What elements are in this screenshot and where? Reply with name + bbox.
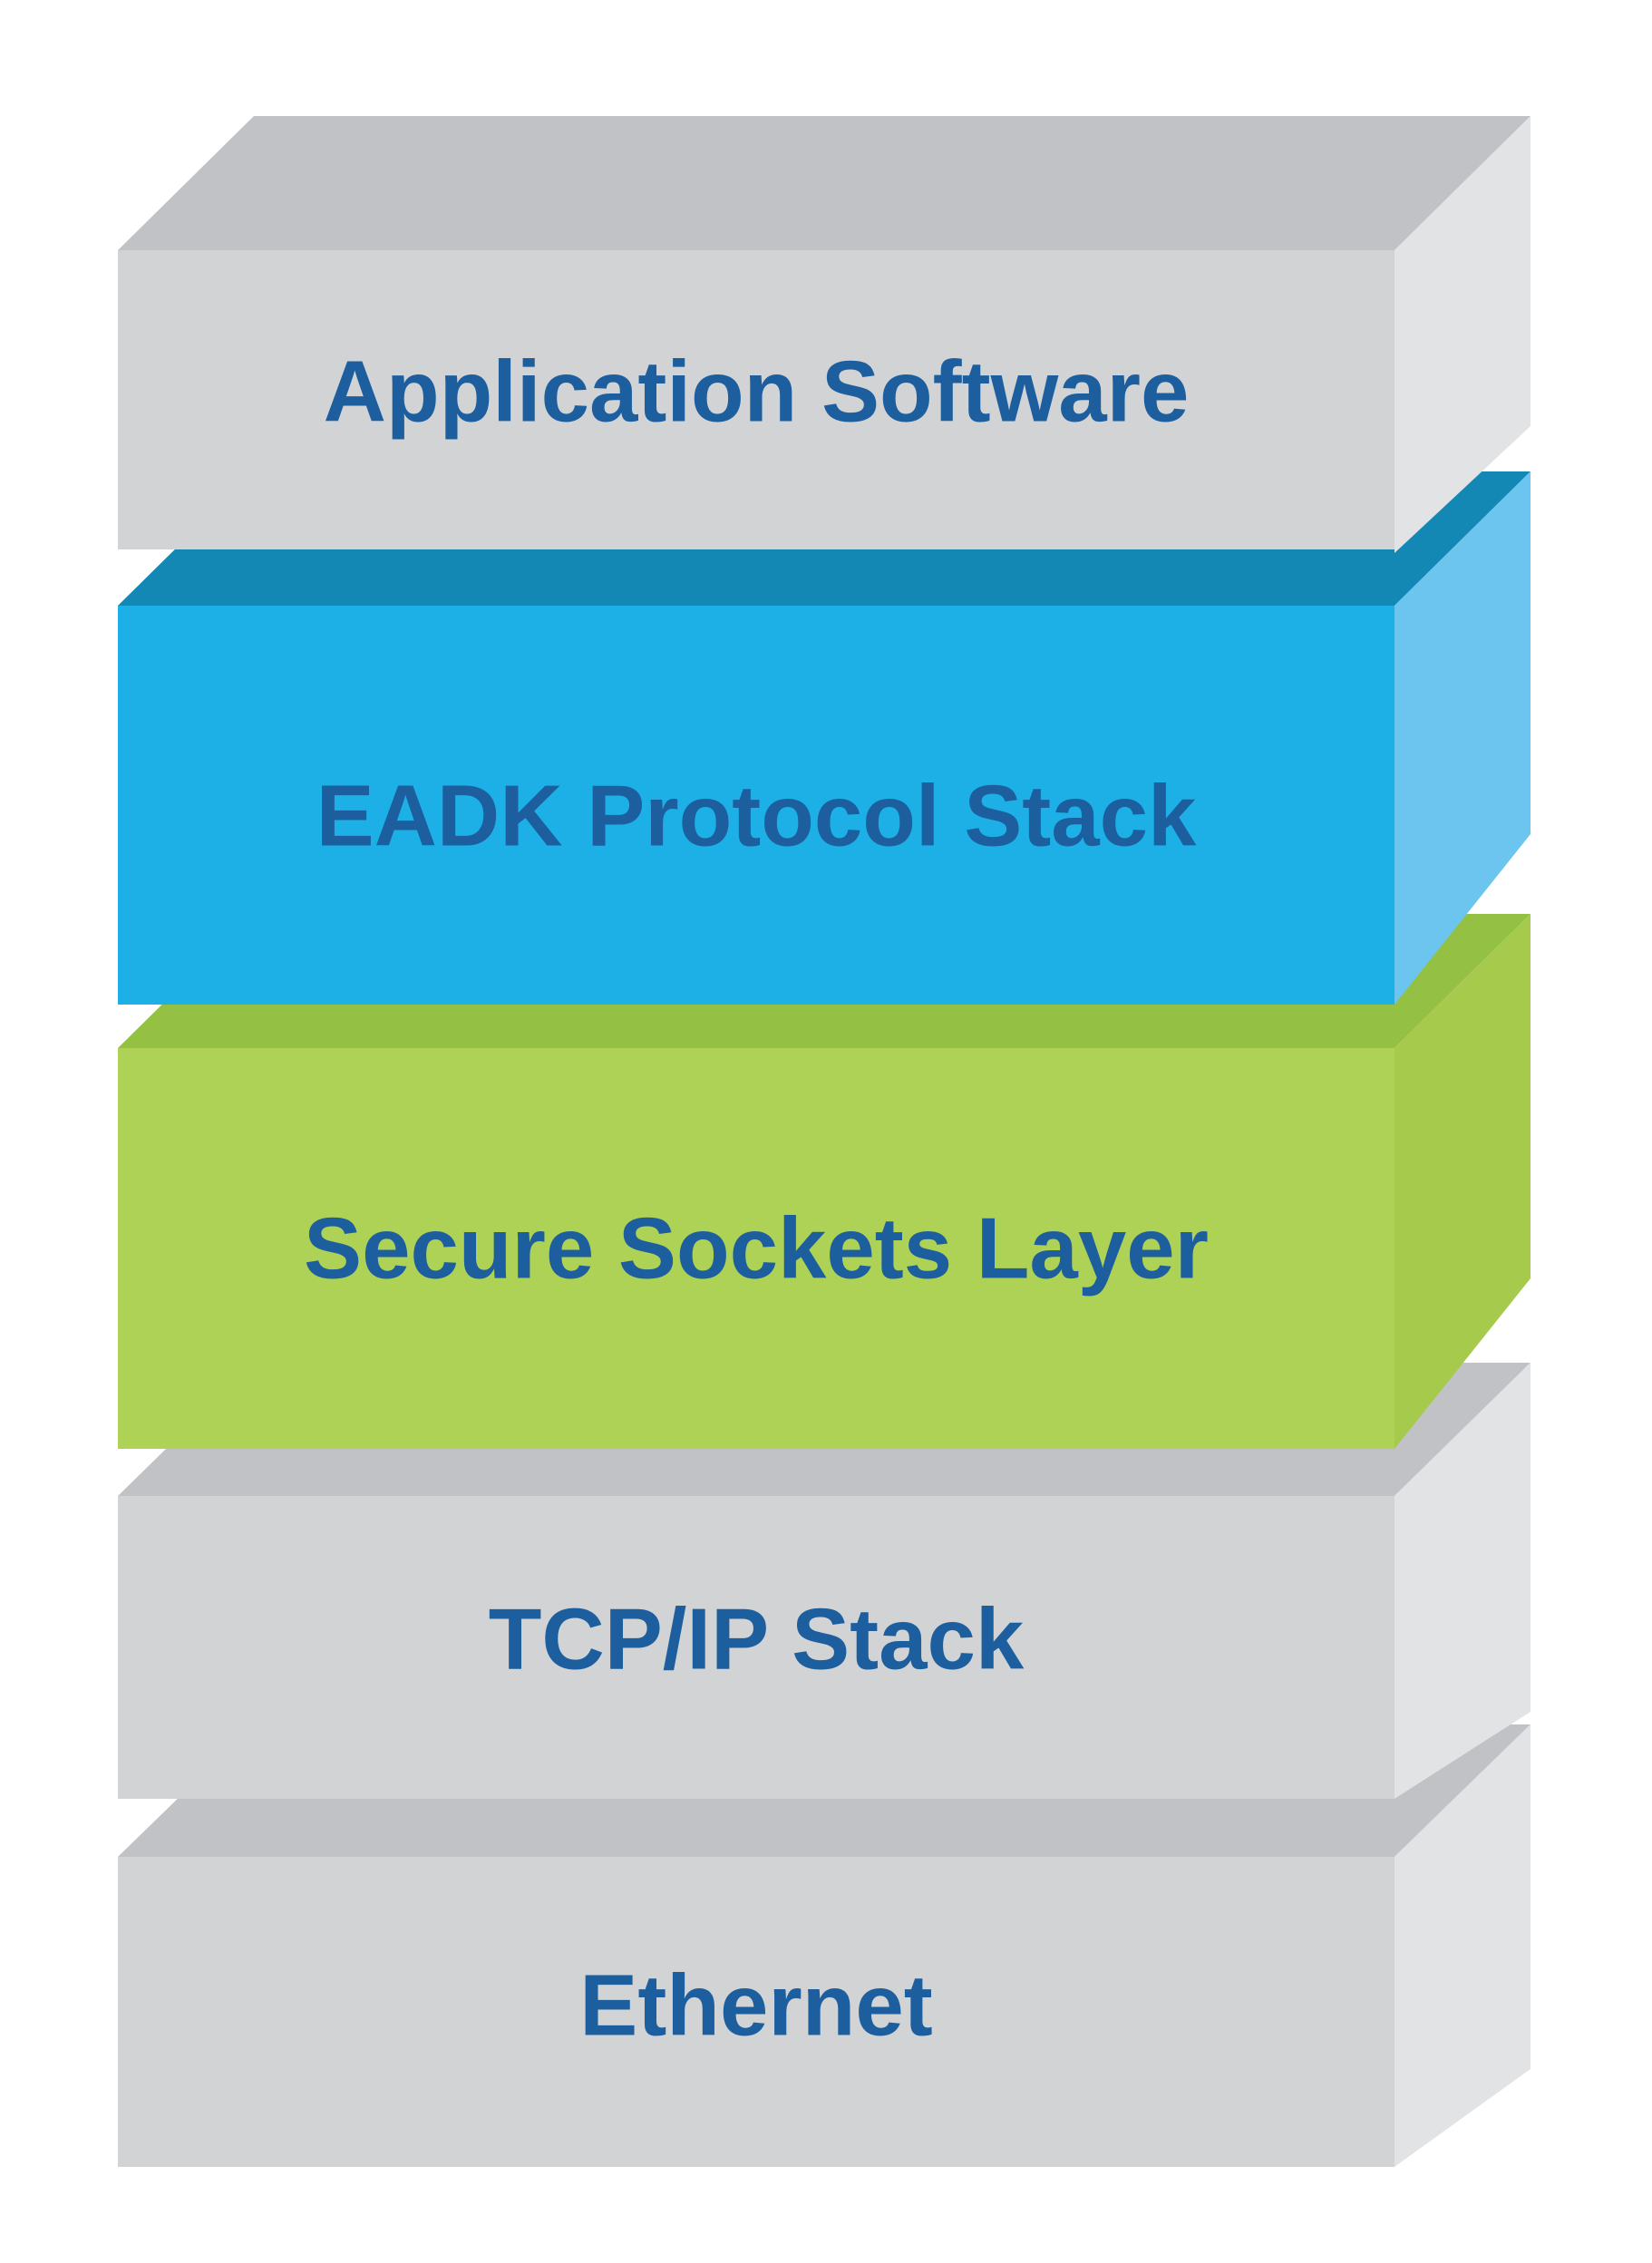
layer-eadk-side [1394, 471, 1531, 1005]
layer-eadk-front [118, 606, 1394, 1005]
layer-ssl-side [1394, 914, 1531, 1449]
layer-ssl-label: Secure Sockets Layer [304, 1200, 1209, 1297]
layer-ssl: Secure Sockets Layer [118, 914, 1531, 1449]
layer-eadk: EADK Protocol Stack [118, 471, 1531, 1005]
layer-application-front [118, 250, 1394, 549]
layer-ssl-front [118, 1048, 1394, 1449]
layer-ethernet-side [1394, 1724, 1531, 2167]
layer-application-side [1394, 116, 1531, 553]
layer-ethernet-label: Ethernet [579, 1957, 932, 2054]
layer-application-top [118, 116, 1531, 250]
layer-tcpip-front [118, 1496, 1394, 1799]
layer-application: Application Software [118, 116, 1531, 553]
layer-tcpip-label: TCP/IP Stack [489, 1591, 1025, 1688]
layer-application-label: Application Software [324, 344, 1190, 441]
layer-ethernet-front [118, 1857, 1394, 2167]
layer-tcpip-side [1394, 1363, 1531, 1799]
layer-eadk-label: EADK Protocol Stack [316, 768, 1197, 865]
